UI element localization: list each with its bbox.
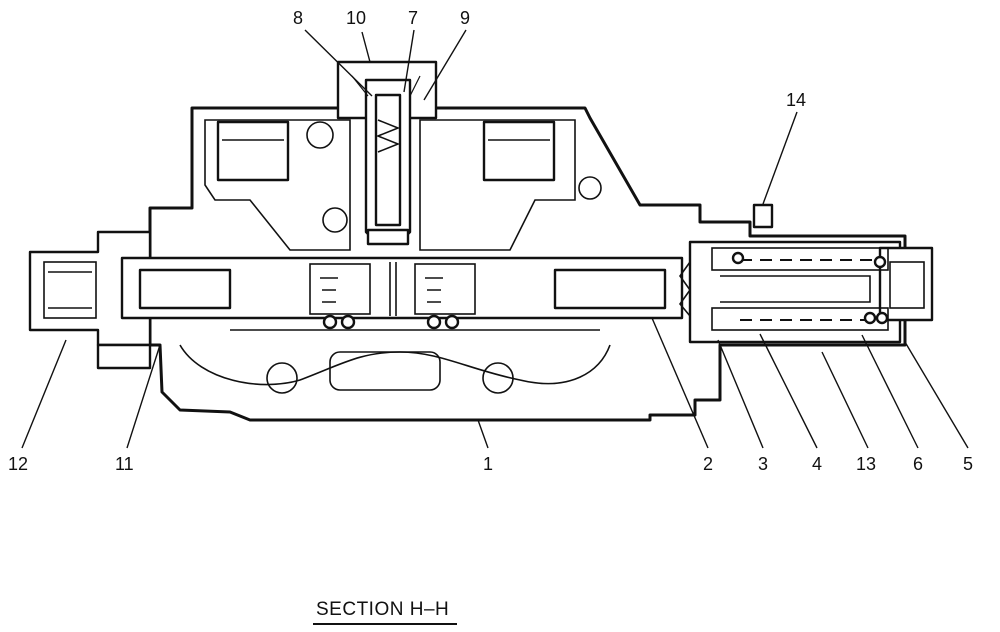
callout-13: 13 <box>856 454 876 474</box>
callout-4: 4 <box>812 454 822 474</box>
callout-14: 14 <box>786 90 806 110</box>
callout-11: 11 <box>115 454 134 474</box>
leader-9 <box>423 29 467 101</box>
callout-6: 6 <box>913 454 923 474</box>
leader-3 <box>717 339 764 449</box>
callout-labels: 8 10 7 9 14 12 11 1 2 3 4 13 6 5 <box>8 8 973 474</box>
leader-13 <box>821 351 869 449</box>
leader-14 <box>762 111 798 205</box>
leader-7 <box>403 29 415 93</box>
callout-3: 3 <box>758 454 768 474</box>
spool <box>120 256 691 330</box>
left-end-cap <box>28 230 152 370</box>
section-caption: SECTION H–H <box>316 599 449 620</box>
spring-housing <box>688 203 934 344</box>
callout-5: 5 <box>963 454 973 474</box>
leader-4 <box>759 333 818 449</box>
callout-10: 10 <box>346 8 366 28</box>
top-plug-assembly <box>336 60 438 246</box>
leader-8 <box>304 29 373 97</box>
leader-6 <box>861 334 919 449</box>
leader-2 <box>651 317 709 449</box>
callout-9: 9 <box>460 8 470 28</box>
callout-7: 7 <box>408 8 418 28</box>
leader-11 <box>126 344 161 449</box>
leader-1 <box>477 419 489 449</box>
leader-12 <box>21 339 67 449</box>
leader-10 <box>361 31 371 63</box>
callout-8: 8 <box>293 8 303 28</box>
leader-5 <box>904 341 969 449</box>
callout-1: 1 <box>483 454 493 474</box>
callout-2: 2 <box>703 454 713 474</box>
leader-lines <box>21 29 969 449</box>
valve-body <box>148 106 907 422</box>
callout-12: 12 <box>8 454 28 474</box>
